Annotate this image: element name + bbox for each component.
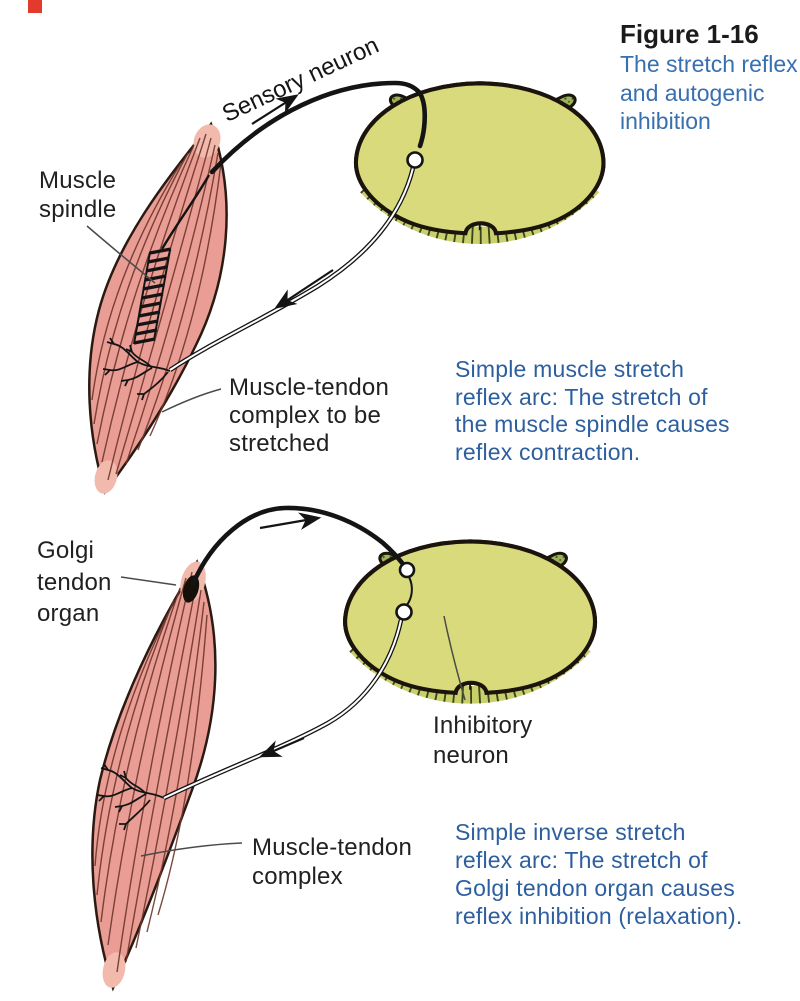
top-muscle bbox=[88, 121, 228, 495]
top-motor-endplates bbox=[102, 337, 171, 401]
red-corner-mark bbox=[28, 0, 42, 13]
muscle-tendon-stretched-leader bbox=[161, 388, 222, 413]
bottom-motor-endplates bbox=[96, 763, 165, 831]
golgi-leader bbox=[120, 576, 177, 586]
inhibitory-neuron-label: Inhibitory neuron bbox=[433, 712, 533, 769]
bottom-sensory-neuron-path bbox=[190, 505, 406, 587]
muscle-spindle-label: Muscle spindle bbox=[39, 167, 117, 223]
top-sensory-neuron-path bbox=[209, 80, 428, 175]
muscle-tendon-complex-label: Muscle-tendon complex bbox=[252, 834, 413, 890]
top-efferent-arrow bbox=[274, 269, 334, 309]
bottom-muscle-striations bbox=[94, 571, 208, 973]
muscle-tendon-complex-leader bbox=[140, 842, 243, 857]
inhibitory-neuron-soma bbox=[398, 561, 416, 579]
muscle-spindle-coil bbox=[133, 174, 211, 345]
bottom-afferent-arrow bbox=[259, 512, 322, 530]
top-motor-neuron-path bbox=[168, 167, 416, 372]
figure-title: Figure 1-16 bbox=[620, 19, 759, 49]
interneuron-link-path bbox=[406, 576, 413, 606]
top-motor-neuron-soma bbox=[406, 151, 424, 169]
muscle-tendon-stretched-label: Muscle-tendon complex to be stretched bbox=[229, 374, 390, 457]
inhibitory-leader bbox=[443, 615, 466, 701]
figure-subtitle: The stretch reflex and autogenic inhibit… bbox=[620, 51, 798, 134]
top-afferent-arrow bbox=[251, 94, 299, 125]
bottom-motor-neuron-soma bbox=[395, 603, 413, 621]
bottom-efferent-arrow bbox=[258, 736, 305, 758]
bottom-motor-neuron-path bbox=[163, 619, 404, 801]
leader-lines bbox=[86, 225, 466, 857]
inverse-stretch-reflex-caption: Simple inverse stretch reflex arc: The s… bbox=[455, 819, 743, 929]
golgi-tendon-organ-label: Golgi tendon organ bbox=[37, 537, 112, 627]
muscle-spindle-leader bbox=[86, 225, 156, 284]
bottom-muscle bbox=[91, 559, 217, 992]
stretch-reflex-caption: Simple muscle stretch reflex arc: The st… bbox=[455, 356, 730, 465]
